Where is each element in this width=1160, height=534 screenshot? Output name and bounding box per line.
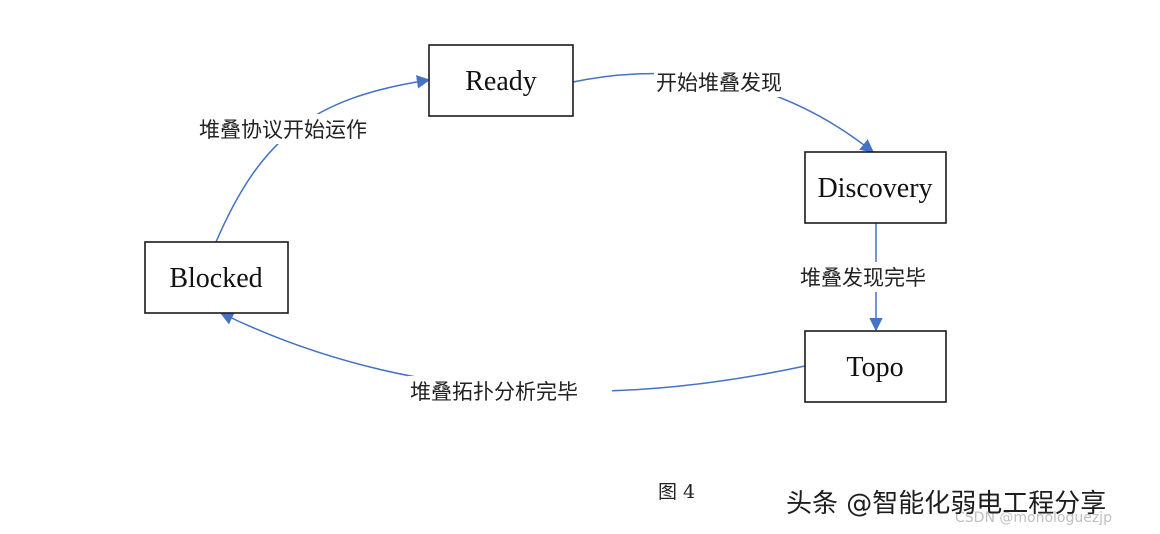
node-discovery: Discovery bbox=[804, 151, 947, 224]
svg-text:Discovery: Discovery bbox=[817, 173, 932, 204]
edge-label-discovery-to-topo: 堆叠发现完毕 bbox=[798, 262, 952, 292]
edge-label-ready-to-discovery: 开始堆叠发现 bbox=[654, 67, 786, 97]
edge-blocked-to-ready bbox=[215, 75, 431, 243]
svg-text:Topo: Topo bbox=[846, 352, 903, 383]
figure-caption: 图 4 bbox=[658, 481, 695, 503]
node-blocked: Blocked bbox=[144, 241, 289, 314]
svg-text:开始堆叠发现: 开始堆叠发现 bbox=[656, 71, 782, 95]
watermark-main: 头条 @智能化弱电工程分享 bbox=[786, 489, 1106, 519]
svg-text:Ready: Ready bbox=[465, 66, 537, 97]
svg-text:堆叠拓扑分析完毕: 堆叠拓扑分析完毕 bbox=[410, 380, 578, 404]
svg-text:堆叠协议开始运作: 堆叠协议开始运作 bbox=[199, 118, 367, 142]
node-ready: Ready bbox=[428, 44, 574, 117]
svg-text:Blocked: Blocked bbox=[169, 263, 262, 294]
svg-text:堆叠发现完毕: 堆叠发现完毕 bbox=[800, 266, 926, 290]
watermark-faint: CSDN @monologuezjp bbox=[955, 510, 1112, 526]
edge-label-topo-to-blocked: 堆叠拓扑分析完毕 bbox=[408, 376, 612, 406]
edge-label-blocked-to-ready: 堆叠协议开始运作 bbox=[197, 114, 407, 144]
node-topo: Topo bbox=[804, 330, 947, 403]
